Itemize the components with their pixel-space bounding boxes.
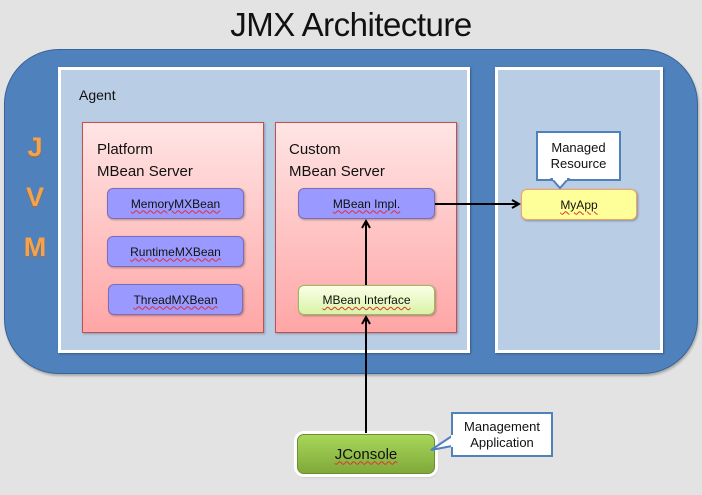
platform-title-line1: Platform <box>97 141 153 158</box>
myapp-box[interactable]: MyApp <box>521 189 637 220</box>
platform-title-line2: MBean Server <box>97 163 193 180</box>
runtime-mxbean[interactable]: RuntimeMXBean <box>107 236 244 267</box>
managed-resource-callout-pointer <box>549 178 571 190</box>
jvm-letter-m: M <box>23 232 47 262</box>
custom-title-line2: MBean Server <box>289 163 385 180</box>
jvm-letter-v: V <box>25 182 44 212</box>
mbean-impl[interactable]: MBean Impl. <box>298 188 435 219</box>
jvm-letter-j: J <box>27 132 43 162</box>
jconsole-box[interactable]: JConsole <box>297 434 435 474</box>
diagram-title: JMX Architecture <box>230 6 472 43</box>
mbean-interface[interactable]: MBean Interface <box>298 285 435 315</box>
custom-title-line1: Custom <box>289 141 341 158</box>
management-application-callout-pointer <box>430 434 453 451</box>
thread-mxbean[interactable]: ThreadMXBean <box>108 284 243 315</box>
agent-label: Agent <box>79 87 116 103</box>
memory-mxbean[interactable]: MemoryMXBean <box>107 188 244 219</box>
